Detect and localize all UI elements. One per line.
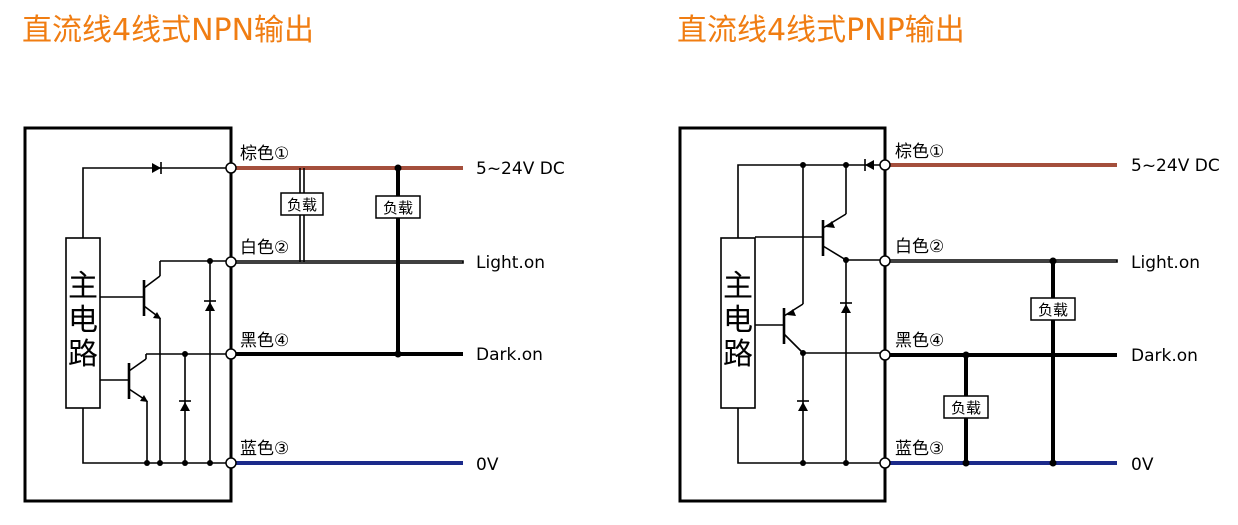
npn-output-dark-on: Dark.on bbox=[476, 345, 543, 365]
npn-load-1-label: 负载 bbox=[287, 196, 317, 214]
npn-white-wire bbox=[231, 260, 464, 264]
pnp-label-black: 黑色④ bbox=[895, 331, 944, 351]
npn-diagram: 直流线4线式NPN输出 主 电 路 bbox=[22, 13, 565, 503]
npn-output-supply: 5~24V DC bbox=[476, 159, 565, 179]
npn-terminal-black bbox=[225, 348, 237, 360]
npn-terminal-brown bbox=[225, 162, 237, 174]
npn-title: 直流线4线式NPN输出 bbox=[22, 13, 314, 48]
pnp-output-0v: 0V bbox=[1131, 455, 1154, 475]
npn-load-1-box bbox=[280, 192, 324, 216]
pnp-diagram: 直流线4线式PNP输出 主 电 路 bbox=[677, 13, 1220, 503]
pnp-output-dark-on: Dark.on bbox=[1131, 346, 1198, 366]
npn-main-circuit-char-3: 路 bbox=[68, 337, 98, 372]
npn-internal-wiring bbox=[82, 162, 231, 466]
pnp-label-blue: 蓝色③ bbox=[895, 439, 944, 459]
pnp-load-2-label: 负载 bbox=[1038, 301, 1068, 319]
pnp-load-1-label: 负载 bbox=[951, 399, 981, 417]
pnp-terminal-brown bbox=[879, 159, 891, 171]
pnp-title: 直流线4线式PNP输出 bbox=[677, 13, 965, 48]
pnp-main-circuit-char-1: 主 bbox=[723, 269, 753, 304]
npn-sensor-body bbox=[23, 126, 233, 503]
npn-label-white: 白色② bbox=[240, 238, 289, 258]
pnp-white-wire bbox=[885, 259, 1118, 263]
pnp-output-light-on: Light.on bbox=[1131, 253, 1200, 273]
npn-label-brown: 棕色① bbox=[240, 144, 289, 164]
npn-main-circuit-char-2: 电 bbox=[68, 303, 98, 338]
pnp-supply-diode-icon bbox=[865, 160, 874, 170]
npn-label-blue: 蓝色③ bbox=[240, 439, 289, 459]
npn-terminal-blue bbox=[225, 457, 237, 469]
npn-clamp-diode-2-icon bbox=[205, 302, 215, 311]
pnp-clamp-diode-1-icon bbox=[798, 402, 808, 411]
pnp-sensor-body bbox=[678, 126, 887, 503]
npn-main-circuit-char-1: 主 bbox=[68, 269, 98, 304]
pnp-terminal-white bbox=[879, 255, 891, 267]
pnp-terminal-black bbox=[879, 349, 891, 361]
pnp-internal-wiring bbox=[737, 159, 885, 466]
npn-supply-diode-icon bbox=[152, 163, 161, 173]
pnp-output-supply: 5~24V DC bbox=[1131, 156, 1220, 176]
pnp-terminal-blue bbox=[879, 457, 891, 469]
pnp-load-1-box bbox=[943, 395, 989, 419]
npn-load-2-box bbox=[375, 195, 421, 219]
pnp-main-circuit-block bbox=[720, 237, 756, 409]
npn-clamp-diode-1-icon bbox=[180, 402, 190, 411]
npn-terminal-white bbox=[225, 256, 237, 268]
pnp-clamp-diode-2-icon bbox=[841, 304, 851, 313]
npn-output-light-on: Light.on bbox=[476, 253, 545, 273]
pnp-label-white: 白色② bbox=[895, 237, 944, 257]
npn-load-2-label: 负载 bbox=[383, 199, 413, 217]
npn-main-circuit-block bbox=[65, 237, 101, 409]
pnp-main-circuit-char-2: 电 bbox=[723, 303, 753, 338]
npn-output-0v: 0V bbox=[476, 455, 499, 475]
npn-label-black: 黑色④ bbox=[240, 331, 289, 351]
pnp-main-circuit-char-3: 路 bbox=[723, 337, 753, 372]
pnp-label-brown: 棕色① bbox=[895, 142, 944, 162]
pnp-load-2-box bbox=[1030, 297, 1076, 321]
